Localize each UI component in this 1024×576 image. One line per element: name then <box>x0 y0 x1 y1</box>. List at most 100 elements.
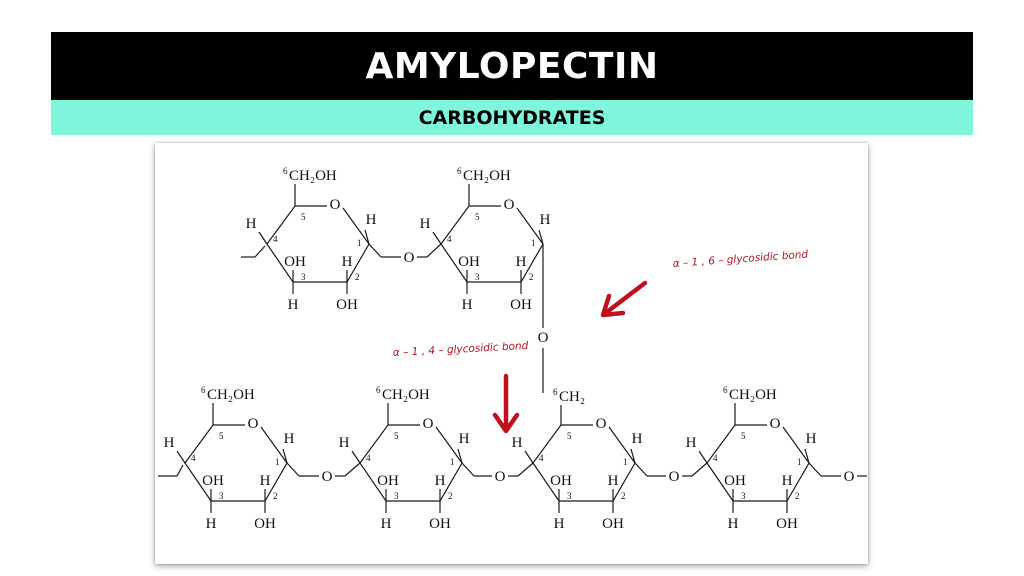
carbon-2-number: 2 <box>529 272 534 282</box>
c2-hydroxyl: OH <box>336 297 358 313</box>
carbon-2-number: 2 <box>448 491 453 501</box>
alpha-1-4-bond-label: α – 1 , 4 – glycosidic bond <box>393 340 529 359</box>
ring-oxygen: O <box>330 197 341 213</box>
c4-h-bond <box>698 450 708 464</box>
glucose-ring-outline <box>706 424 810 502</box>
c2-hydroxyl: OH <box>254 516 276 532</box>
glycosidic-oxygen: O <box>669 469 680 485</box>
c3-hydroxyl: OH <box>377 473 399 489</box>
c3-hydrogen: H <box>554 516 565 532</box>
c4-hydrogen: H <box>512 435 523 451</box>
c2-hydrogen: H <box>782 473 793 489</box>
glucose-ring-outline <box>440 205 544 283</box>
alpha-1-6-arrow <box>600 280 648 318</box>
c1-h-bond <box>364 229 370 245</box>
c4-h-bond <box>432 231 442 245</box>
c2-hydrogen: H <box>260 473 271 489</box>
carbon-5-number: 5 <box>219 431 224 441</box>
c1-h-bond <box>538 229 544 245</box>
carbon-1-number: 1 <box>797 457 802 467</box>
glycosidic-bond <box>808 462 822 477</box>
subtitle-banner: CARBOHYDRATES <box>51 100 973 135</box>
glycosidic-bond <box>461 462 475 477</box>
c4-h-bond <box>258 231 268 245</box>
ch2oh-group: CH₂OH <box>382 387 430 403</box>
carbon-1-number: 1 <box>531 238 536 248</box>
glycosidic-bond <box>286 462 300 477</box>
c1-h-bond <box>282 448 288 464</box>
c3-hydrogen: H <box>206 516 217 532</box>
c4-h-bond <box>524 450 534 464</box>
c3-hydrogen: H <box>462 297 473 313</box>
ring-oxygen: O <box>770 416 781 432</box>
c2-hydrogen: H <box>435 473 446 489</box>
glycosidic-bond <box>634 462 648 477</box>
terminal-oxygen: O <box>844 469 855 485</box>
c2-hydroxyl: OH <box>776 516 798 532</box>
c3-hydrogen: H <box>288 297 299 313</box>
carbon-6-label: 6 <box>457 166 462 176</box>
page-subtitle: CARBOHYDRATES <box>418 106 606 129</box>
c3-hydrogen: H <box>381 516 392 532</box>
carbon-2-number: 2 <box>273 491 278 501</box>
c1-hydrogen: H <box>284 431 295 447</box>
c1-h-bond <box>804 448 810 464</box>
c4-h-bond <box>176 450 186 464</box>
carbon-3-number: 3 <box>219 491 224 501</box>
alpha-1-6-bond-label: α – 1 , 6 – glycosidic bond <box>672 249 808 270</box>
chain-end-bond <box>176 464 184 477</box>
c1-hydrogen: H <box>540 212 551 228</box>
carbon-6-label: 6 <box>553 387 558 397</box>
ch2oh-group: CH₂OH <box>207 387 255 403</box>
c1-hydrogen: H <box>366 212 377 228</box>
glycosidic-oxygen: O <box>404 250 415 266</box>
carbon-4-number: 4 <box>366 453 371 463</box>
carbon-3-number: 3 <box>394 491 399 501</box>
c1-hydrogen: H <box>459 431 470 447</box>
c2-hydroxyl: OH <box>429 516 451 532</box>
carbon-1-number: 1 <box>623 457 628 467</box>
c1-h-bond <box>630 448 636 464</box>
c4-hydrogen: H <box>420 216 431 232</box>
ring-oxygen: O <box>248 416 259 432</box>
carbon-4-number: 4 <box>713 453 718 463</box>
glucose-ring-outline <box>532 424 636 502</box>
page-title: AMYLOPECTIN <box>365 45 659 87</box>
glycosidic-bond <box>426 243 442 258</box>
carbon-4-number: 4 <box>539 453 544 463</box>
ring-oxygen: O <box>423 416 434 432</box>
glycosidic-bond <box>517 462 534 477</box>
alpha-1-6-oxygen: O <box>538 330 549 346</box>
ring-oxygen: O <box>596 416 607 432</box>
ch2oh-group: CH₂OH <box>729 387 777 403</box>
c3-hydroxyl: OH <box>284 254 306 270</box>
carbon-3-number: 3 <box>567 491 572 501</box>
carbon-1-number: 1 <box>357 238 362 248</box>
carbon-2-number: 2 <box>795 491 800 501</box>
carbon-1-number: 1 <box>450 457 455 467</box>
carbon-3-number: 3 <box>475 272 480 282</box>
carbon-5-number: 5 <box>394 431 399 441</box>
carbon-2-number: 2 <box>621 491 626 501</box>
carbon-3-number: 3 <box>741 491 746 501</box>
c4-hydrogen: H <box>339 435 350 451</box>
carbon-5-number: 5 <box>301 212 306 222</box>
c2-hydrogen: H <box>342 254 353 270</box>
chain-end-bond <box>254 245 266 258</box>
c3-hydroxyl: OH <box>550 473 572 489</box>
c4-hydrogen: H <box>246 216 257 232</box>
ch2oh-group: CH₂OH <box>289 168 337 184</box>
carbon-3-number: 3 <box>301 272 306 282</box>
c3-hydroxyl: OH <box>724 473 746 489</box>
carbon-4-number: 4 <box>273 234 278 244</box>
c4-hydrogen: H <box>686 435 697 451</box>
title-banner: AMYLOPECTIN <box>51 32 973 100</box>
glycosidic-bond <box>344 462 361 477</box>
c2-hydrogen: H <box>516 254 527 270</box>
glucose-ring-outline <box>359 424 463 502</box>
c4-hydrogen: H <box>164 435 175 451</box>
ch2-linkage-group: CH₂ <box>559 389 585 405</box>
glycosidic-bond <box>368 243 382 258</box>
